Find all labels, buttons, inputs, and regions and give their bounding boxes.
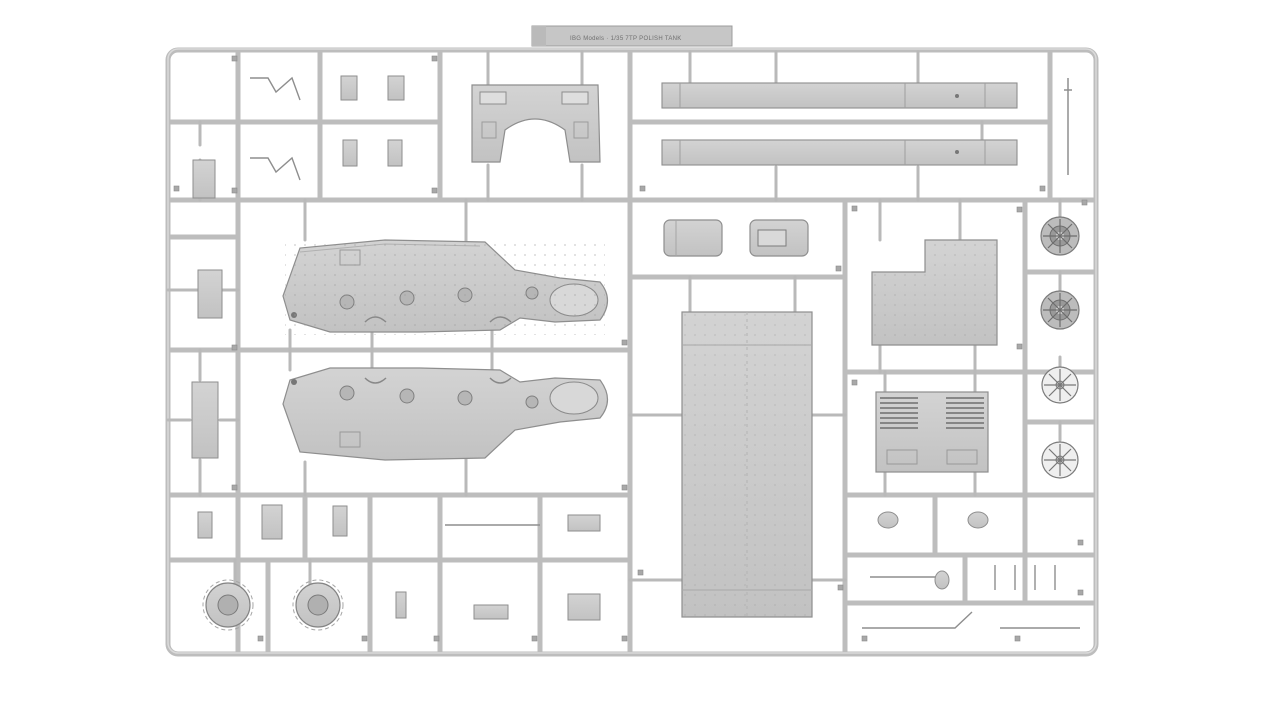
hull-floor-plate-part <box>681 311 813 618</box>
linkage-parts <box>250 76 1080 629</box>
storage-box-right-part <box>749 219 809 257</box>
road-wheel-part <box>1041 366 1079 404</box>
hull-side-left-part <box>282 239 609 335</box>
idler-wheel-part-b <box>292 579 344 631</box>
fender-track-upper-part <box>661 82 1018 109</box>
engine-grille-part <box>875 391 989 473</box>
storage-box-left-part <box>663 219 723 257</box>
sprue-tag-text: IBG Models · 1/35 7TP POLISH TANK <box>570 36 682 42</box>
sprue-tag: IBG Models · 1/35 7TP POLISH TANK <box>531 25 733 47</box>
drive-sprocket-part-b <box>1040 290 1080 330</box>
sprue-runners <box>165 47 1099 657</box>
drive-sprocket-part <box>1040 216 1080 256</box>
fender-track-lower-part <box>661 139 1018 166</box>
sprue-runner-highlights <box>167 48 1097 654</box>
idler-wheel-part <box>202 579 254 631</box>
part-number-tags <box>173 55 1088 642</box>
hull-side-right-part <box>282 367 609 461</box>
small-parts <box>191 75 989 621</box>
road-wheel-part-b <box>1041 441 1079 479</box>
upper-hull-front-part <box>471 84 601 163</box>
gates <box>166 50 1062 587</box>
antenna-rod-part <box>1064 78 1072 175</box>
engine-deck-plate-part <box>871 239 998 346</box>
